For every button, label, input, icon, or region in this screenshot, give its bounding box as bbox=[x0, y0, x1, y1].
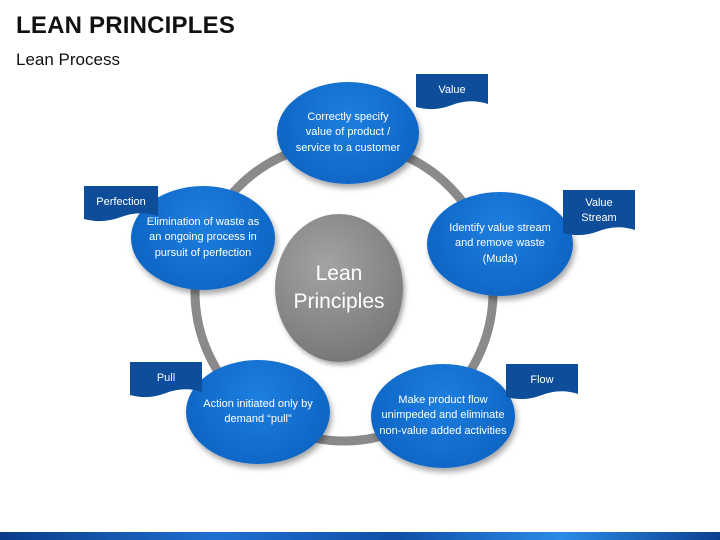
value-node-text: Correctly specify value of product / ser… bbox=[295, 110, 401, 154]
footer-bar bbox=[0, 532, 720, 540]
value-stream-tag-label: Value Stream bbox=[581, 197, 617, 224]
perfection-tag: Perfection bbox=[84, 186, 158, 232]
perfection-node-text: Elimination of waste as an ongoing proce… bbox=[146, 215, 260, 259]
pull-node: Action initiated only by demand “pull” bbox=[186, 360, 330, 464]
value-stream-tag: Value Stream bbox=[563, 190, 635, 246]
value-stream-tag-shape bbox=[563, 190, 635, 236]
value-stream-node: Identify value stream and remove waste (… bbox=[427, 192, 573, 296]
pull-tag-shape bbox=[130, 362, 202, 398]
flow-node: Make product flow unimpeded and eliminat… bbox=[371, 364, 515, 468]
pull-tag-label: Pull bbox=[156, 371, 176, 384]
perfection-tag-shape bbox=[84, 186, 158, 222]
flow-tag: Flow bbox=[506, 364, 578, 410]
value-tag-label: Value bbox=[438, 83, 466, 96]
flow-node-text: Make product flow unimpeded and eliminat… bbox=[379, 393, 507, 437]
value-tag-shape bbox=[416, 74, 488, 110]
value-node: Correctly specify value of product / ser… bbox=[277, 82, 419, 184]
slide-title: LEAN PRINCIPLES bbox=[16, 12, 236, 39]
pull-tag: Pull bbox=[130, 362, 202, 408]
flow-tag-shape bbox=[506, 364, 578, 400]
center-label: Lean Principles bbox=[293, 262, 385, 313]
slide-subtitle: Lean Process bbox=[16, 50, 120, 69]
perfection-tag-label: Perfection bbox=[96, 195, 146, 208]
flow-tag-label: Flow bbox=[530, 373, 554, 386]
pull-node-text: Action initiated only by demand “pull” bbox=[203, 397, 313, 426]
center-circle: Lean Principles bbox=[275, 214, 403, 362]
value-stream-node-text: Identify value stream and remove waste (… bbox=[449, 221, 551, 265]
value-tag: Value bbox=[416, 74, 488, 120]
